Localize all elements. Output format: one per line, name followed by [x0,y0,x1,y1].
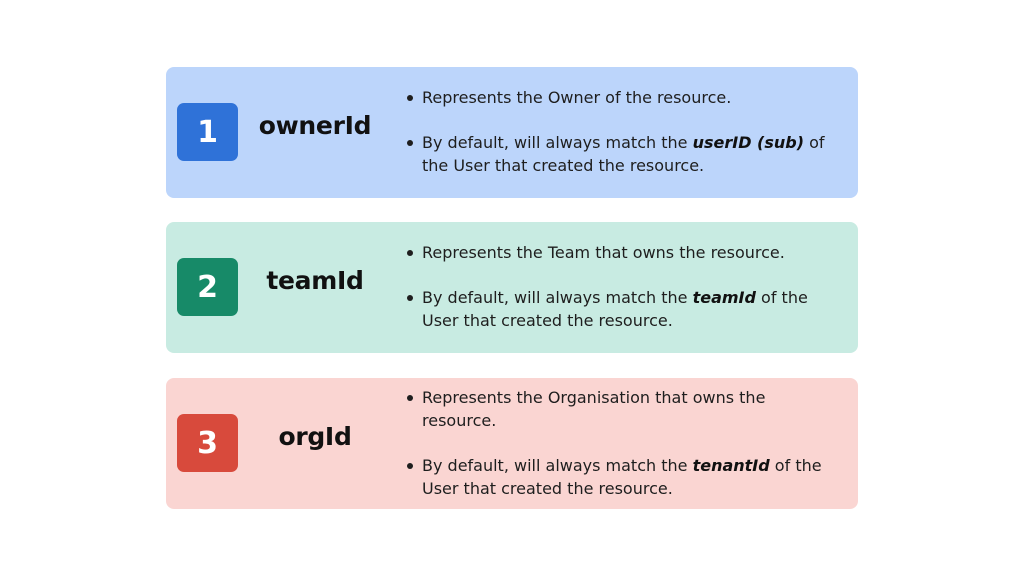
bullet-text-post: of the User that created the resource. [422,456,822,498]
bullet-text: Represents the Organisation that owns th… [422,388,766,430]
bullet-item: Represents the Team that owns the resour… [404,241,832,264]
team-id-card: 2 teamId Represents the Team that owns t… [166,222,858,353]
bullet-text: Represents the Owner of the resource. [422,88,732,107]
bullet-text-pre: By default, will always match the [422,288,693,307]
bullet-item: By default, will always match the teamId… [404,286,832,332]
bullet-emphasis: teamId [692,288,756,307]
org-id-card: 3 orgId Represents the Organisation that… [166,378,858,509]
bullet-text-post: of the User that created the resource. [422,288,808,330]
bullet-item: By default, will always match the userID… [404,131,832,177]
bullet-emphasis: userID (sub) [692,133,805,152]
bullet-item: Represents the Organisation that owns th… [404,386,832,432]
bullet-emphasis: tenantId [692,456,770,475]
bullet-item: By default, will always match the tenant… [404,454,832,500]
field-name: teamId [266,266,364,295]
field-name: ownerId [258,111,372,140]
bullet-item: Represents the Owner of the resource. [404,86,832,109]
bullet-text-pre: By default, will always match the [422,133,693,152]
field-name: orgId [278,422,352,451]
bullet-text: Represents the Team that owns the resour… [422,243,785,262]
bullet-text-post: of the User that created the resource. [422,133,825,175]
number-badge: 2 [177,258,238,316]
owner-id-card: 1 ownerId Represents the Owner of the re… [166,67,858,198]
bullet-text-pre: By default, will always match the [422,456,693,475]
description-list: Represents the Owner of the resource. By… [404,86,832,177]
description-list: Represents the Organisation that owns th… [404,386,832,500]
number-badge: 3 [177,414,238,472]
number-badge: 1 [177,103,238,161]
description-list: Represents the Team that owns the resour… [404,241,832,332]
